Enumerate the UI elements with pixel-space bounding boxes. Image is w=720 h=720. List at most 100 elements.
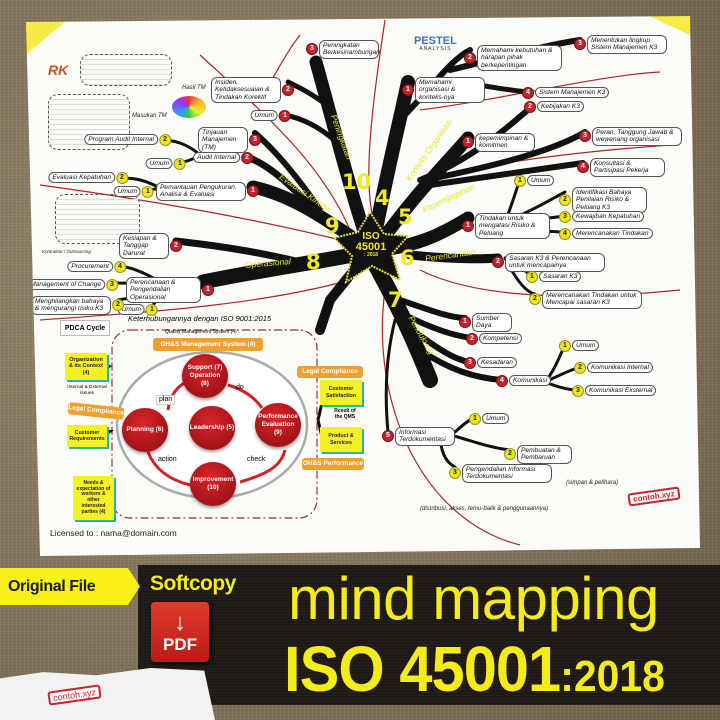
node-label: Identifikasi Bahaya Penilaian Risiko & P…: [572, 187, 647, 213]
pdca-relation: Keterhubungannya dengan ISO 9001:2015: [128, 314, 272, 323]
check-label: check: [247, 456, 266, 463]
clause-number-6: 6: [400, 246, 415, 270]
number-badge: 2: [493, 257, 503, 268]
node-label: Evaluasi Kepatuhan: [48, 172, 115, 184]
node-label: Audit Internal: [193, 152, 240, 164]
title-year: :2018: [560, 652, 665, 701]
node-label: kepemimpinan & komitmen: [475, 133, 535, 152]
node-label: Memahami organisasi & konteks-nya: [415, 77, 485, 103]
node-label: Umum: [250, 110, 278, 122]
original-file-tag: Original File: [0, 568, 140, 605]
number-badge: 2: [505, 449, 515, 460]
node-label: Kewajiban Kepatuhan: [572, 211, 645, 223]
number-badge: 3: [250, 134, 260, 145]
number-badge: 3: [575, 39, 585, 50]
customer-satisfaction-note: Customer Satisfaction: [320, 380, 362, 405]
node-label: Program Audit Internal: [84, 134, 158, 146]
pestel-title: PESTEL: [414, 35, 457, 47]
pestel-subtitle: ANALYSIS: [419, 46, 452, 52]
node-label: Umum: [145, 158, 173, 170]
node-label: Menghilangkan bahaya & mengurangi risiko…: [31, 296, 111, 315]
simpan-label: (simpan & pelihara): [566, 480, 619, 486]
result-qms-label: Result of the QMS: [334, 408, 356, 420]
node-label: Peran, Tanggung Jawab & wewenang organis…: [592, 127, 682, 146]
node-label: Kesiapan & Tanggap Darurat: [119, 233, 169, 259]
node-label: Perencanaan & Pengendalian Operasional: [126, 277, 201, 303]
node-label: Konsultasi & Partisipasi Pekerja: [590, 158, 665, 177]
download-arrow-icon: ↓: [174, 608, 186, 636]
product-services-note: Product & Services: [320, 427, 362, 452]
number-badge: 4: [497, 375, 507, 386]
number-badge: 2: [283, 84, 293, 95]
pdf-icon: ↓ PDF: [151, 602, 209, 662]
number-badge: 2: [171, 240, 181, 251]
node-label: Procurement: [67, 261, 113, 273]
planning: Planning (6): [122, 408, 168, 452]
node-label: Sasaran K3: [539, 271, 582, 283]
iso-center: ISO 45001 : 2018: [346, 232, 396, 258]
node-label: Merencanakan Tindakan untuk Mencapai sas…: [542, 290, 642, 309]
node-label: Kebijakan K3: [537, 101, 584, 113]
number-badge: 1: [403, 84, 413, 95]
node-label: Memahami kebutuhan & harapan pihak berke…: [477, 45, 562, 71]
node-label: Sumber Daya: [472, 313, 512, 332]
needs-note: Needs & expectation of workers & other i…: [73, 476, 114, 520]
number-badge: 3: [465, 357, 475, 368]
node-label: Insiden, Ketidaksesuaian & Tindakan Kore…: [211, 77, 281, 103]
node-label: Pengendalian Informasi Terdokumentasi: [462, 464, 552, 483]
node-label: Peningkatan Berkesinambungan: [319, 40, 380, 59]
node-label: Umum: [572, 340, 600, 352]
number-badge: 2: [160, 134, 170, 145]
distribusi-label: (distribusi, akses, temu-balik & penggun…: [420, 506, 549, 512]
number-badge: 1: [463, 137, 473, 148]
ohs-performance-banner: OH&S Performance: [302, 458, 364, 470]
title-line1: mind mapping: [288, 565, 659, 632]
node-label: Umum: [113, 186, 141, 198]
clause-number-7: 7: [388, 288, 403, 312]
number-badge: 3: [580, 131, 590, 142]
number-badge: 4: [560, 228, 570, 239]
node-label: Management of Change: [26, 279, 105, 291]
number-badge: 3: [107, 279, 117, 290]
number-badge: 3: [573, 385, 583, 396]
masukan-tm-label: Masukan TM: [132, 113, 167, 119]
org-context-note: Organization & its Context (4): [65, 353, 107, 380]
number-badge: 1: [470, 413, 480, 424]
number-badge: 1: [143, 186, 153, 197]
node-label: Kompetensi: [479, 333, 522, 345]
note-hasil-tm: [80, 54, 172, 86]
number-badge: 4: [523, 87, 533, 98]
pdf-label: PDF: [163, 634, 197, 654]
number-badge: 3: [307, 44, 317, 55]
node-label: Umum: [527, 175, 555, 187]
clause-number-8: 8: [306, 250, 321, 274]
qms-label: Quality Management System (4): [165, 329, 237, 335]
node-label: Menentukan lingkup Sistem Manajemen K3: [587, 35, 667, 54]
number-badge: 5: [383, 431, 393, 442]
number-badge: 1: [463, 220, 473, 231]
